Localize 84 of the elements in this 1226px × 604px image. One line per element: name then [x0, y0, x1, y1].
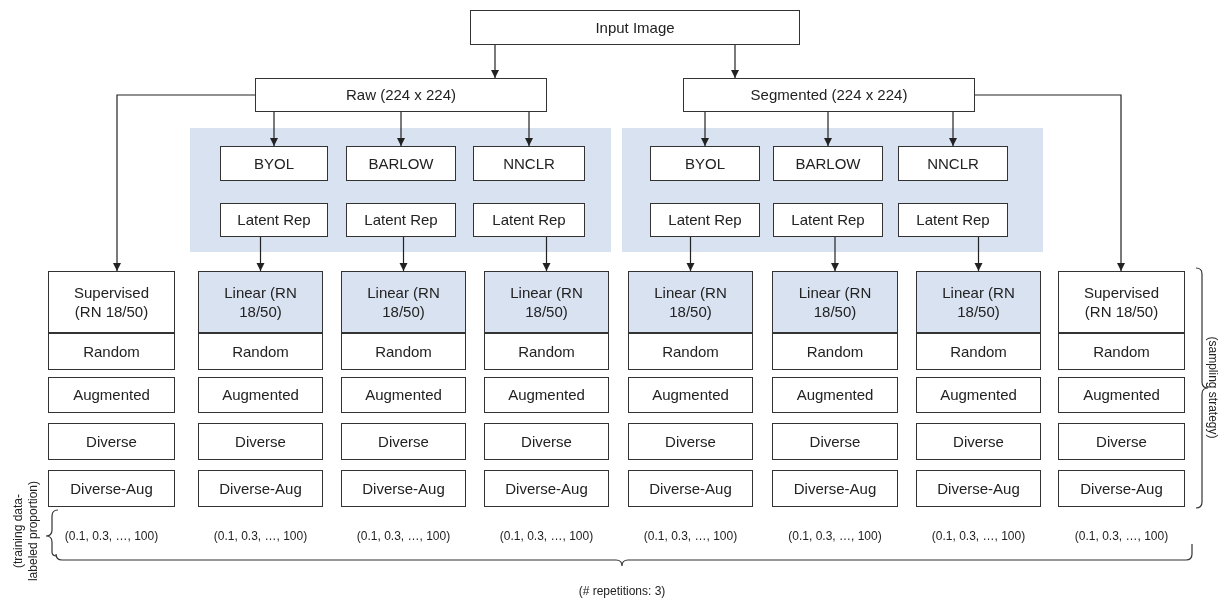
model-box: Linear (RN 18/50)	[484, 271, 609, 333]
model-box: Supervised (RN 18/50)	[1058, 271, 1185, 333]
strategy-box: Diverse-Aug	[628, 470, 753, 507]
group-panel	[622, 128, 1043, 252]
strategy-box: Augmented	[1058, 377, 1185, 413]
arrow	[399, 236, 408, 272]
arrow	[256, 236, 265, 272]
strategy-box: Random	[198, 333, 323, 370]
strategy-box: Diverse-Aug	[772, 470, 898, 507]
process-box: Segmented (224 x 224)	[683, 78, 975, 112]
value-range: (0.1, 0.3, …, 100)	[63, 529, 160, 544]
bracket-label: (sampling strategy)	[1204, 335, 1220, 441]
arrow	[830, 236, 840, 272]
bracket-label: (# repetitions: 3)	[577, 584, 667, 599]
method-box: BYOL	[220, 146, 328, 181]
model-box: Linear (RN 18/50)	[341, 271, 466, 333]
method-box: BYOL	[650, 146, 760, 181]
model-box: Linear (RN 18/50)	[916, 271, 1041, 333]
arrow	[396, 111, 406, 147]
bracket-label: (training data-labeled proportion)	[11, 479, 41, 584]
strategy-box: Diverse-Aug	[198, 470, 323, 507]
arrow	[948, 111, 958, 147]
strategy-box: Random	[484, 333, 609, 370]
strategy-box: Augmented	[916, 377, 1041, 413]
method-box: NNCLR	[473, 146, 585, 181]
strategy-box: Random	[1058, 333, 1185, 370]
value-range: (0.1, 0.3, …, 100)	[1073, 529, 1170, 544]
group-panel	[190, 128, 611, 252]
strategy-box: Augmented	[484, 377, 609, 413]
strategy-box: Diverse	[484, 423, 609, 460]
value-range: (0.1, 0.3, …, 100)	[787, 529, 883, 544]
strategy-box: Diverse-Aug	[1058, 470, 1185, 507]
strategy-box: Random	[772, 333, 898, 370]
arrow	[490, 44, 500, 79]
arrow	[974, 236, 983, 272]
arrow	[542, 236, 551, 272]
method-box: Latent Rep	[346, 203, 456, 237]
strategy-box: Random	[341, 333, 466, 370]
method-box: BARLOW	[773, 146, 883, 181]
strategy-box: Diverse-Aug	[341, 470, 466, 507]
strategy-box: Diverse-Aug	[484, 470, 609, 507]
strategy-box: Augmented	[628, 377, 753, 413]
method-box: Latent Rep	[473, 203, 585, 237]
value-range: (0.1, 0.3, …, 100)	[355, 529, 452, 544]
input-box: Input Image	[470, 10, 800, 45]
strategy-box: Diverse	[628, 423, 753, 460]
method-box: Latent Rep	[773, 203, 883, 237]
method-box: BARLOW	[346, 146, 456, 181]
method-box: Latent Rep	[898, 203, 1008, 237]
model-box: Linear (RN 18/50)	[628, 271, 753, 333]
arrow	[823, 111, 833, 147]
value-range: (0.1, 0.3, …, 100)	[642, 529, 739, 544]
strategy-box: Random	[916, 333, 1041, 370]
arrow	[974, 94, 1126, 272]
strategy-box: Diverse	[1058, 423, 1185, 460]
value-range: (0.1, 0.3, …, 100)	[930, 529, 1027, 544]
model-box: Linear (RN 18/50)	[772, 271, 898, 333]
strategy-box: Diverse	[772, 423, 898, 460]
method-box: Latent Rep	[220, 203, 328, 237]
value-range: (0.1, 0.3, …, 100)	[212, 529, 309, 544]
value-range: (0.1, 0.3, …, 100)	[498, 529, 595, 544]
strategy-box: Augmented	[772, 377, 898, 413]
process-box: Raw (224 x 224)	[255, 78, 547, 112]
arrow	[524, 111, 534, 147]
method-box: NNCLR	[898, 146, 1008, 181]
method-box: Latent Rep	[650, 203, 760, 237]
arrow	[700, 111, 710, 147]
strategy-box: Random	[48, 333, 175, 370]
arrow	[112, 94, 256, 272]
strategy-box: Diverse	[198, 423, 323, 460]
strategy-box: Augmented	[341, 377, 466, 413]
strategy-box: Diverse-Aug	[916, 470, 1041, 507]
strategy-box: Diverse	[341, 423, 466, 460]
strategy-box: Diverse	[48, 423, 175, 460]
model-box: Linear (RN 18/50)	[198, 271, 323, 333]
strategy-box: Random	[628, 333, 753, 370]
arrow	[269, 111, 279, 147]
strategy-box: Diverse	[916, 423, 1041, 460]
strategy-box: Diverse-Aug	[48, 470, 175, 507]
model-box: Supervised (RN 18/50)	[48, 271, 175, 333]
strategy-box: Augmented	[198, 377, 323, 413]
arrow	[730, 44, 740, 79]
arrow	[686, 236, 695, 272]
strategy-box: Augmented	[48, 377, 175, 413]
